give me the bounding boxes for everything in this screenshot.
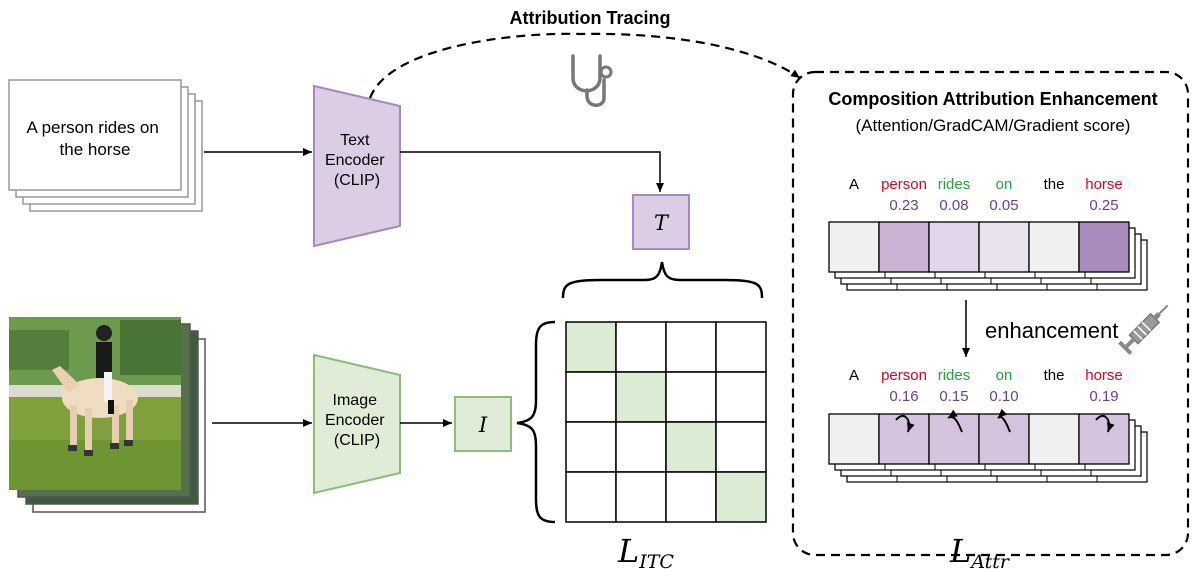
top-brace <box>561 261 764 299</box>
matrix-cell <box>715 421 767 473</box>
svg-text:Text Encoder (CLIP: Text Encoder (CLIP) <box>325 132 389 189</box>
image-embedding-box: I <box>454 396 512 452</box>
svg-text:LITC: LITC <box>617 532 674 569</box>
left-brace <box>516 320 556 524</box>
score-strip-after <box>828 408 1148 483</box>
token-on: on <box>996 176 1013 193</box>
token-a: A <box>849 176 859 193</box>
matrix-cell <box>565 471 617 523</box>
matrix-cell <box>665 371 717 423</box>
text-encoder-line-3: (CLIP) <box>334 172 380 189</box>
adjust-arrow <box>895 414 915 433</box>
stethoscope-icon <box>571 54 613 107</box>
svg-text:LAttr: LAttr <box>949 532 1011 569</box>
score-cell-the <box>1028 413 1080 465</box>
score-person: 0.16 <box>889 388 918 405</box>
adjust-arrow <box>947 409 963 433</box>
text-encoder-line-2: Encoder <box>325 152 385 169</box>
score-cell-horse <box>1078 413 1130 465</box>
token-a: A <box>849 367 859 384</box>
score-rides: 0.15 <box>939 388 968 405</box>
loss-itc: LITC <box>617 532 674 569</box>
token-rides: rides <box>938 367 971 384</box>
image-encoder-line-3: (CLIP) <box>334 432 380 449</box>
token-the: the <box>1044 176 1065 193</box>
loss-itc-script: L <box>617 532 639 569</box>
matrix-cell-diagonal <box>615 371 667 423</box>
score-cell-person <box>878 221 930 273</box>
similarity-matrix <box>565 321 767 523</box>
syringe-icon <box>1118 304 1169 355</box>
token-the: the <box>1044 367 1065 384</box>
adjust-arrow <box>997 408 1011 433</box>
adjust-arrow <box>1095 414 1115 433</box>
arrow-encoder-to-T <box>400 151 664 192</box>
matrix-cell-diagonal <box>565 321 617 373</box>
score-cell-the <box>1028 221 1080 273</box>
loss-attr-script: L <box>949 532 971 569</box>
text-encoder: Text Encoder (CLIP) <box>313 84 401 248</box>
image-input-stack <box>9 317 206 513</box>
matrix-cell <box>565 421 617 473</box>
matrix-cell <box>665 321 717 373</box>
score-cell-person <box>878 413 930 465</box>
matrix-cell <box>665 471 717 523</box>
image-encoder: Image Encoder (CLIP) <box>313 353 401 495</box>
token-person: person <box>881 367 927 384</box>
matrix-cell <box>615 471 667 523</box>
matrix-cell <box>615 321 667 373</box>
token-rides: rides <box>938 176 971 193</box>
score-horse: 0.25 <box>1089 197 1118 214</box>
tracing-arrow <box>368 32 801 99</box>
score-strip-before <box>828 221 1148 291</box>
score-person: 0.23 <box>889 197 918 214</box>
matrix-cell-diagonal <box>715 471 767 523</box>
text-embedding-symbol: T <box>654 211 670 235</box>
score-on: 0.10 <box>989 388 1018 405</box>
score-cell-rides <box>928 413 980 465</box>
score-cell-a <box>828 413 880 465</box>
score-cell-on <box>978 413 1030 465</box>
score-on: 0.05 <box>989 197 1018 214</box>
matrix-cell-diagonal <box>665 421 717 473</box>
panel-subtitle: (Attention/GradCAM/Gradient score) <box>856 116 1131 135</box>
caption-line-1: A person rides on <box>26 118 158 137</box>
horse-rider-photo <box>9 317 181 490</box>
token-person: person <box>881 176 927 193</box>
score-cell-rides <box>928 221 980 273</box>
matrix-cell <box>715 371 767 423</box>
attribution-tracing-title: Attribution Tracing <box>510 8 671 28</box>
svg-text:A person rides on the ho: A person rides on the horse <box>26 118 163 159</box>
image-encoder-line-1: Image <box>333 392 378 409</box>
attribution-panel <box>791 70 1190 557</box>
matrix-cell <box>715 321 767 373</box>
matrix-cell <box>565 371 617 423</box>
score-cell-on <box>978 221 1030 273</box>
loss-attr: LAttr <box>949 532 1011 569</box>
token-on: on <box>996 367 1013 384</box>
matrix-cell <box>615 421 667 473</box>
text-embedding-box: T <box>632 194 690 250</box>
token-horse: horse <box>1085 176 1123 193</box>
caption-line-2: the horse <box>60 140 131 159</box>
image-embedding-symbol: I <box>478 413 488 437</box>
image-encoder-line-2: Encoder <box>325 412 385 429</box>
text-input-stack: A person rides on the horse <box>8 79 203 212</box>
loss-attr-subscript: Attr <box>969 551 1011 569</box>
loss-itc-subscript: ITC <box>638 551 674 569</box>
score-horse: 0.19 <box>1089 388 1118 405</box>
enhancement-label: enhancement <box>985 318 1118 343</box>
score-cell-horse <box>1078 221 1130 273</box>
score-rides: 0.08 <box>939 197 968 214</box>
panel-title: Composition Attribution Enhancement <box>828 89 1157 109</box>
token-horse: horse <box>1085 367 1123 384</box>
svg-text:Image Encoder (CLI: Image Encoder (CLIP) <box>325 392 389 449</box>
score-cell-a <box>828 221 880 273</box>
text-encoder-line-1: Text <box>340 132 370 149</box>
